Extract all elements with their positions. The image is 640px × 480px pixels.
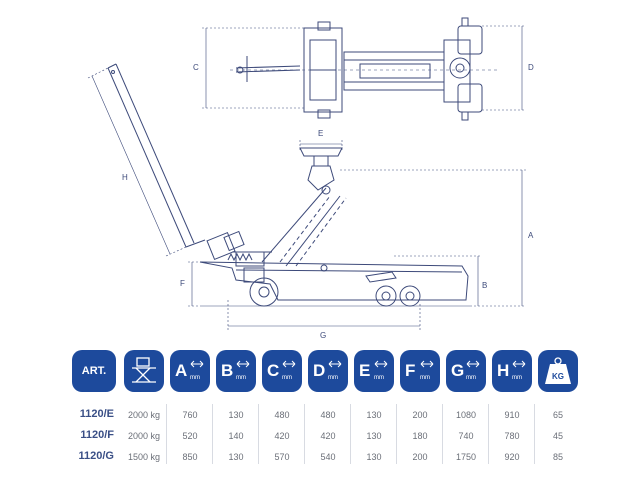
- jack-technical-drawing: C D E H A F B G: [87, 17, 534, 340]
- cell-capacity: 2000 kg: [127, 431, 161, 441]
- column-separator: [442, 404, 443, 464]
- dimension-g-header: G mm: [446, 350, 486, 392]
- dimension-c-letter: C: [267, 361, 280, 380]
- dimension-h-letter: H: [497, 361, 510, 380]
- lift-capacity-header: [124, 350, 164, 392]
- dimension-b-unit: mm: [236, 375, 246, 381]
- column-separator: [166, 404, 167, 464]
- row-art-label: 1120/G: [78, 450, 114, 462]
- dimension-e-letter: E: [359, 361, 371, 380]
- dim-label-g: G: [320, 331, 326, 340]
- dimension-f-icon: [420, 360, 434, 368]
- column-separator: [534, 404, 535, 464]
- cell-h: 920: [504, 452, 520, 462]
- row-art-label: 1120/F: [80, 429, 114, 441]
- dimension-h-icon: [512, 360, 526, 368]
- dim-label-d: D: [528, 63, 534, 72]
- weight-icon-label: KG: [552, 372, 564, 381]
- dimension-h-header: H mm: [492, 350, 532, 392]
- dimension-c-header: C mm: [262, 350, 302, 392]
- cell-weight: 45: [552, 431, 563, 441]
- column-separator: [350, 404, 351, 464]
- dim-label-e: E: [318, 129, 323, 138]
- dimension-b-icon: [236, 360, 250, 368]
- dimension-h-unit: mm: [512, 375, 522, 381]
- dimension-a-icon: [190, 360, 204, 368]
- cell-g: 1750: [455, 452, 477, 462]
- dimension-d-icon: [328, 360, 342, 368]
- cell-c: 480: [274, 410, 290, 420]
- cell-a: 760: [182, 410, 198, 420]
- lift-icon: [132, 357, 156, 383]
- cell-d: 540: [320, 452, 336, 462]
- cell-e: 130: [366, 452, 382, 462]
- dimension-c-unit: mm: [282, 375, 292, 381]
- cell-f: 180: [412, 431, 428, 441]
- cell-d: 420: [320, 431, 336, 441]
- dimension-a-header: A mm: [170, 350, 210, 392]
- dim-label-b: B: [482, 281, 487, 290]
- cell-e: 130: [366, 410, 382, 420]
- dimension-d-unit: mm: [328, 375, 338, 381]
- cell-g: 1080: [455, 410, 477, 420]
- column-separator: [212, 404, 213, 464]
- cell-c: 420: [274, 431, 290, 441]
- cell-a: 520: [182, 431, 198, 441]
- dimension-d-letter: D: [313, 361, 326, 380]
- column-separator: [488, 404, 489, 464]
- dimension-f-unit: mm: [420, 375, 430, 381]
- dimension-a-unit: mm: [190, 375, 200, 381]
- top-view: [230, 17, 500, 121]
- dim-label-c: C: [193, 63, 199, 72]
- cell-weight: 85: [552, 452, 563, 462]
- cell-weight: 65: [552, 410, 563, 420]
- column-separator: [258, 404, 259, 464]
- side-view: [107, 63, 470, 307]
- cell-a: 850: [182, 452, 198, 462]
- cell-capacity: 2000 kg: [127, 410, 161, 420]
- cell-capacity: 1500 kg: [127, 452, 161, 462]
- dim-label-f: F: [180, 279, 185, 288]
- dimension-e-unit: mm: [374, 375, 384, 381]
- cell-g: 740: [458, 431, 474, 441]
- dimension-a-letter: A: [175, 361, 188, 380]
- art-header-label: ART.: [81, 365, 107, 377]
- dimension-f-letter: F: [405, 361, 416, 380]
- dim-label-a: A: [528, 231, 534, 240]
- dimension-c-icon: [282, 360, 296, 368]
- dimension-f-header: F mm: [400, 350, 440, 392]
- dimension-g-unit: mm: [466, 375, 476, 381]
- dimension-g-letter: G: [451, 361, 465, 380]
- column-separator: [304, 404, 305, 464]
- cell-h: 780: [504, 431, 520, 441]
- dimension-e-header: E mm: [354, 350, 394, 392]
- cell-b: 130: [228, 452, 244, 462]
- dimension-g-icon: [466, 360, 480, 368]
- weight-icon: KG: [545, 357, 571, 384]
- side-view-dimensions: [87, 67, 526, 330]
- art-header: ART.: [72, 350, 116, 392]
- weight-header: KG: [538, 350, 578, 392]
- dimension-b-header: B mm: [216, 350, 256, 392]
- cell-h: 910: [504, 410, 520, 420]
- dimension-d-header: D mm: [308, 350, 348, 392]
- cell-e: 130: [366, 431, 382, 441]
- top-view-dimensions: [202, 25, 526, 111]
- cell-d: 480: [320, 410, 336, 420]
- cell-f: 200: [412, 410, 428, 420]
- cell-c: 570: [274, 452, 290, 462]
- cell-b: 140: [228, 431, 244, 441]
- cell-b: 130: [228, 410, 244, 420]
- dimension-b-letter: B: [221, 361, 234, 380]
- cell-f: 200: [412, 452, 428, 462]
- dimension-e-icon: [374, 360, 388, 368]
- row-art-label: 1120/E: [79, 408, 114, 420]
- column-separator: [396, 404, 397, 464]
- dim-label-h: H: [122, 173, 128, 182]
